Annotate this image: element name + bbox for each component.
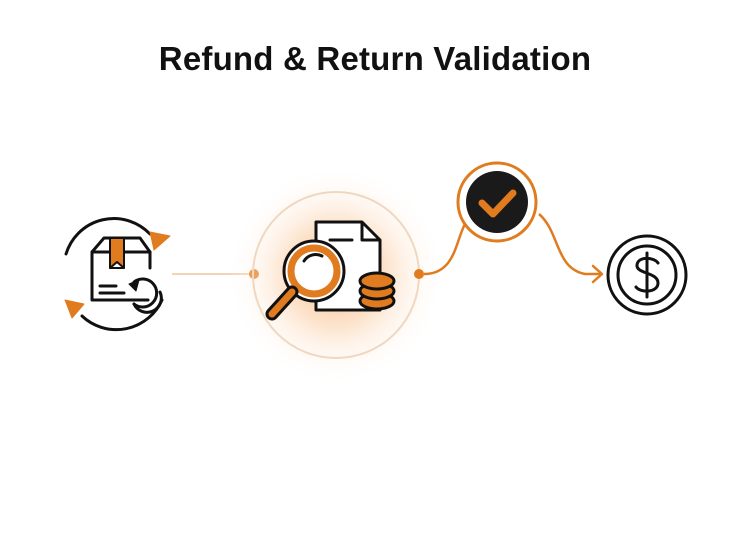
approved-check-icon bbox=[456, 161, 538, 243]
dollar-coin-icon bbox=[606, 234, 688, 316]
return-package-icon bbox=[64, 217, 171, 332]
page-title: Refund & Return Validation bbox=[158, 40, 592, 77]
inspect-document-coins-icon bbox=[226, 165, 446, 385]
